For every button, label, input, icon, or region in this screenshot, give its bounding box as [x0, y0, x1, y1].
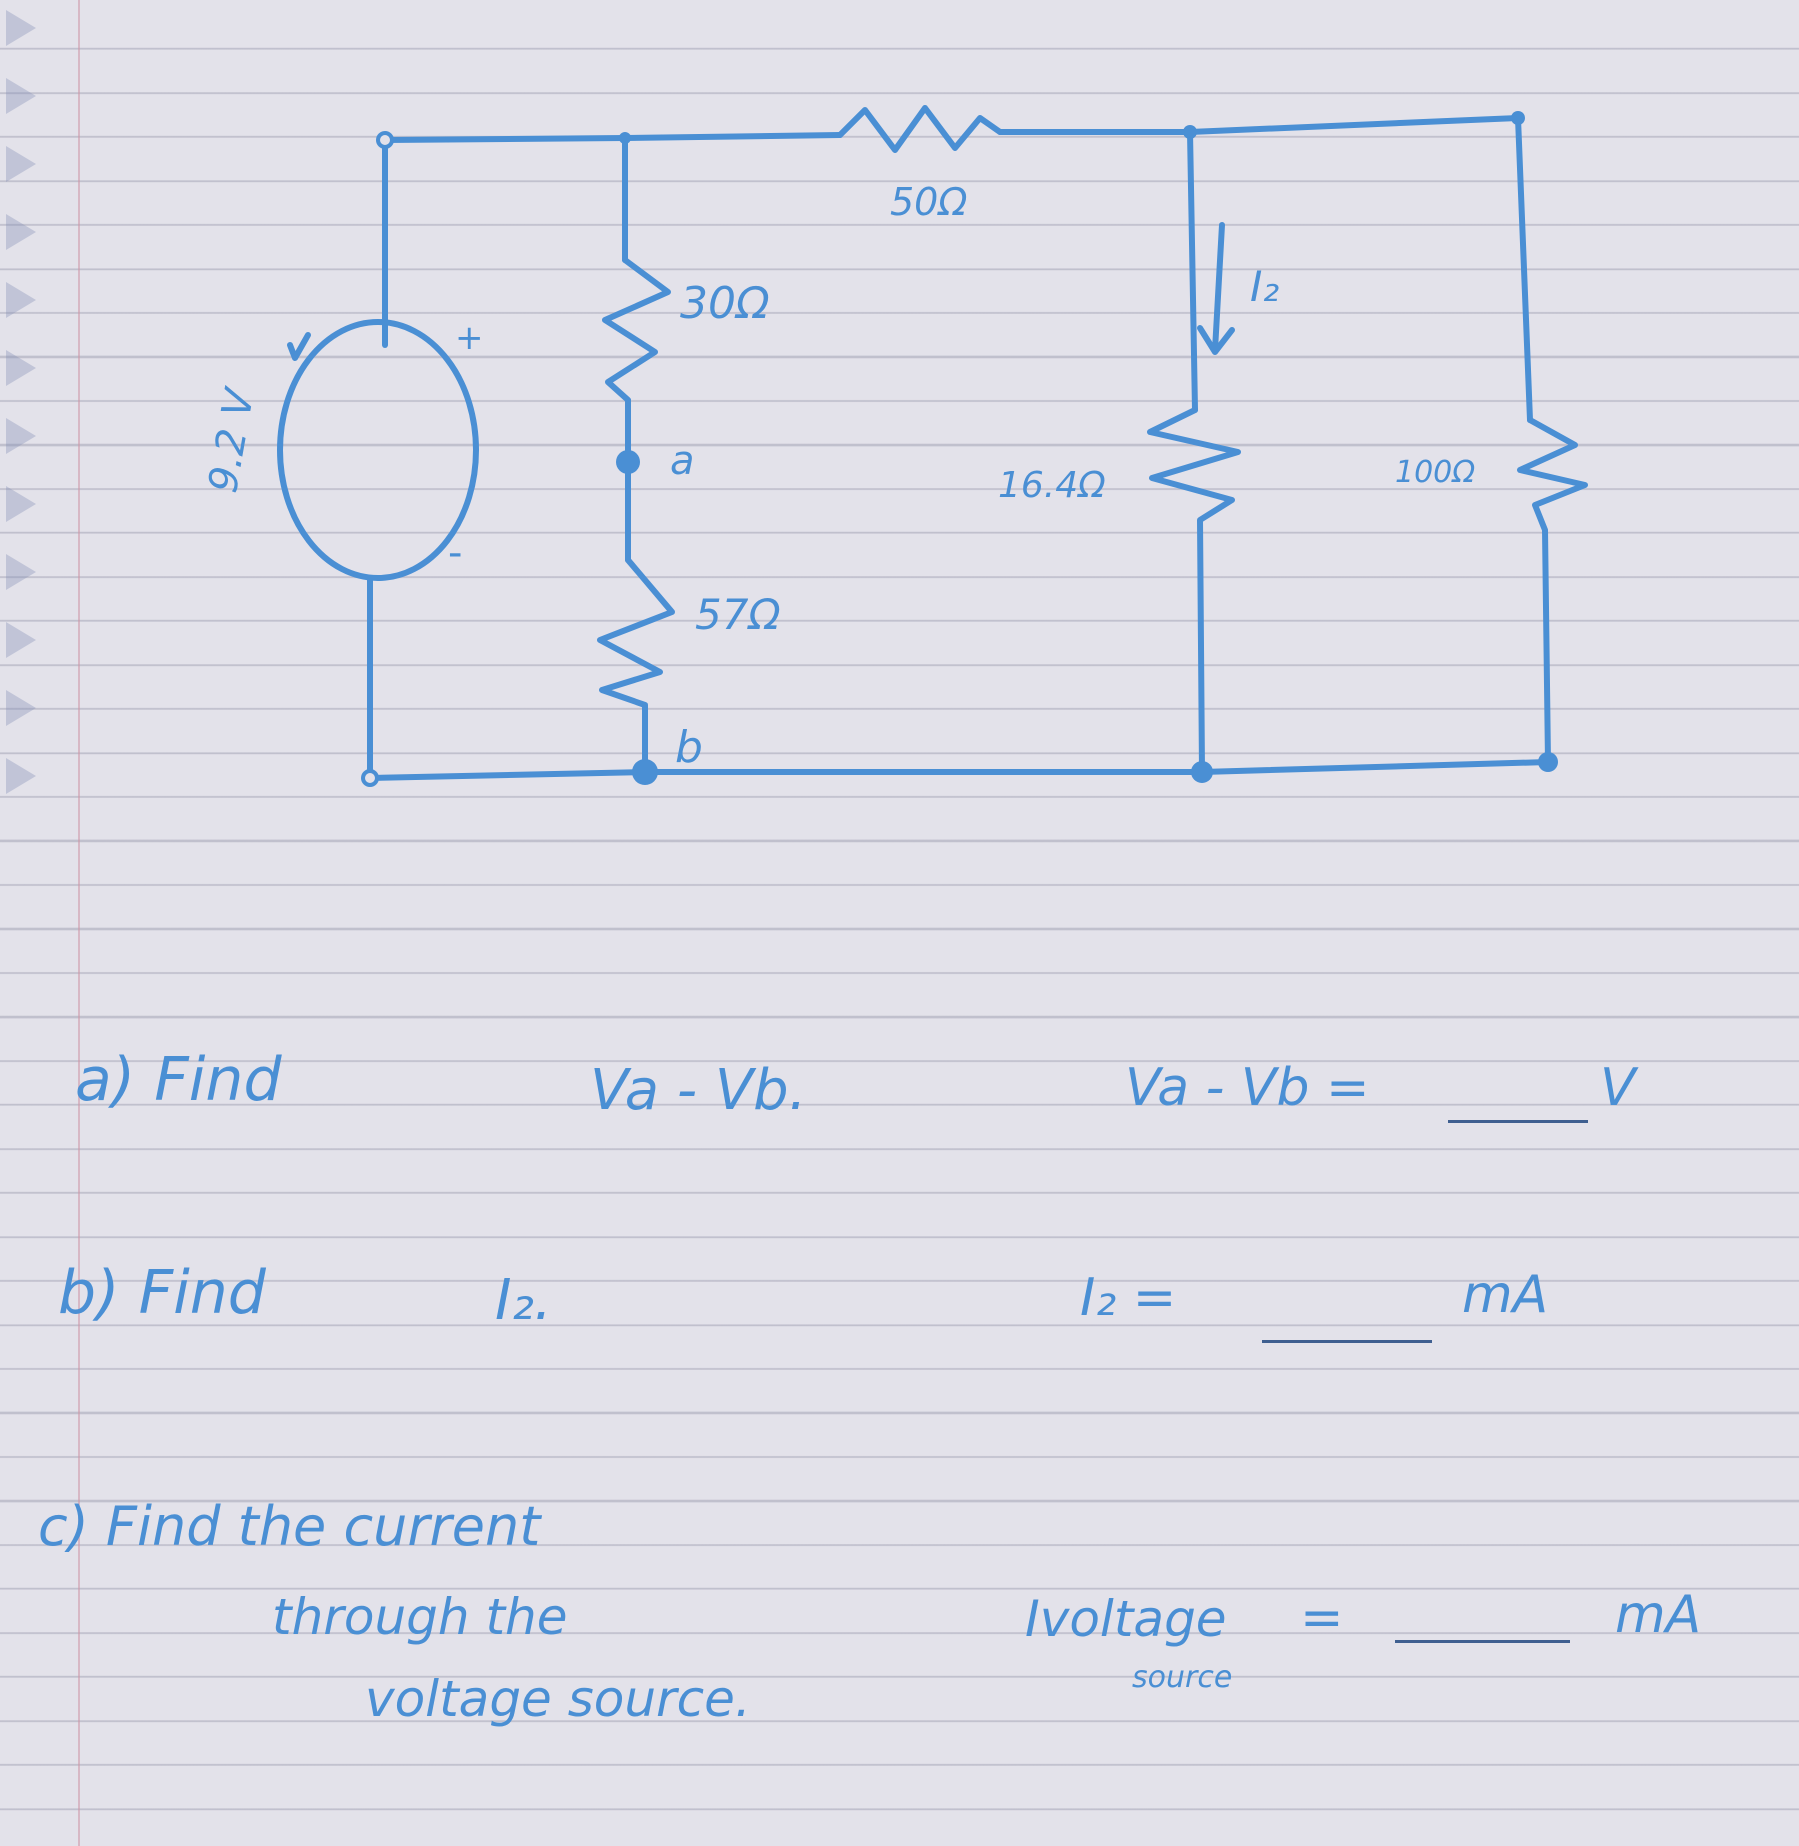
wire-bottom — [367, 759, 1551, 781]
terminal-top — [376, 131, 394, 149]
voltage-source — [277, 319, 479, 581]
r100-label: 100Ω — [1395, 455, 1476, 490]
r57-label: 57Ω — [695, 590, 781, 639]
margin-triangle — [6, 350, 36, 386]
question-a-expression: Va - Vb. — [590, 1058, 807, 1123]
answer-c-unit: mA — [1615, 1585, 1702, 1645]
resistor-16 — [1147, 407, 1241, 775]
node-bottom-3 — [1538, 752, 1558, 772]
node-a-label: a — [670, 438, 695, 484]
wire-top-right — [997, 115, 1521, 135]
question-c-prompt-line2: through the — [272, 1588, 568, 1646]
check-mark — [287, 332, 311, 361]
wire-top-left — [382, 135, 628, 143]
node-b-label: b — [675, 722, 703, 773]
margin-triangle — [6, 10, 36, 46]
resistor-57 — [597, 557, 675, 773]
resistor-50 — [837, 105, 1003, 153]
node-a-dot — [616, 450, 640, 474]
resistor-30 — [602, 257, 671, 465]
question-c-equals: = — [1300, 1588, 1344, 1648]
source-plus-label: + — [455, 318, 484, 358]
answer-a-blank[interactable] — [1448, 1120, 1588, 1123]
margin-triangle — [6, 282, 36, 318]
question-b-prompt: b) Find — [58, 1258, 266, 1328]
answer-a-unit: V — [1600, 1058, 1636, 1118]
node-b-dot — [632, 759, 658, 785]
margin-triangle — [6, 758, 36, 794]
margin-triangle — [6, 486, 36, 522]
margin-triangle — [6, 214, 36, 250]
source-minus-label: - — [448, 530, 463, 576]
question-b-answer-label: I₂ = — [1080, 1268, 1177, 1328]
question-c-answer-label: Ivoltage — [1025, 1590, 1227, 1648]
margin-triangle — [6, 690, 36, 726]
question-c-answer-subscript: source — [1132, 1660, 1233, 1695]
node-top-3 — [1511, 111, 1525, 125]
margin-triangle — [6, 146, 36, 182]
answer-c-blank[interactable] — [1395, 1640, 1570, 1643]
margin-line — [78, 0, 80, 1846]
r16-label: 16.4Ω — [998, 465, 1106, 506]
resistor-100 — [1517, 417, 1588, 765]
margin-triangle — [6, 554, 36, 590]
node-bottom-2 — [1191, 761, 1213, 783]
margin-triangle — [6, 78, 36, 114]
current-arrow-shaft — [1212, 222, 1225, 353]
question-a-prompt: a) Find — [75, 1045, 282, 1115]
question-b-expression: I₂. — [495, 1268, 552, 1333]
node-top-2 — [1183, 125, 1197, 139]
current-i2-label: I₂ — [1250, 262, 1280, 311]
node-top-1 — [619, 132, 631, 144]
margin-triangle — [6, 418, 36, 454]
wire-r16-top — [1187, 129, 1198, 413]
wire-top-mid — [622, 132, 843, 141]
margin-triangle — [6, 622, 36, 658]
question-a-answer-label: Va - Vb = — [1125, 1058, 1370, 1118]
r50-label: 50Ω — [890, 180, 968, 224]
question-c-prompt-line3: voltage source. — [365, 1670, 751, 1728]
current-arrow-head — [1197, 325, 1235, 355]
answer-b-unit: mA — [1462, 1265, 1549, 1325]
terminal-bottom — [361, 769, 379, 787]
r30-label: 30Ω — [680, 278, 770, 329]
answer-b-blank[interactable] — [1262, 1340, 1432, 1343]
question-c-prompt-line1: c) Find the current — [38, 1495, 541, 1558]
wire-r100-top — [1515, 115, 1533, 423]
